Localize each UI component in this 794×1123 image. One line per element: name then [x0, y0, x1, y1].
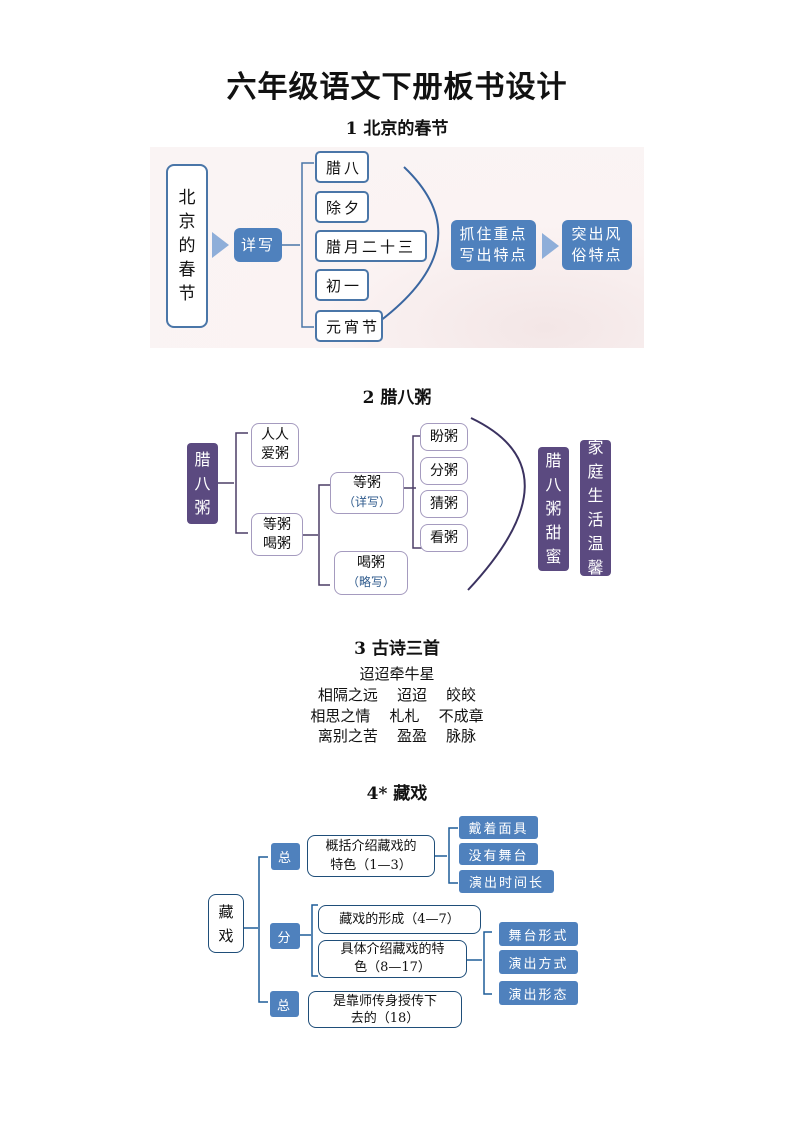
s4-root-char: 戏	[218, 926, 234, 945]
s2-branch-line: 等粥	[263, 516, 291, 533]
s4-text-line: 藏戏的形成（4—7）	[339, 912, 460, 927]
s2-result-char: 甜	[545, 523, 562, 542]
s4-text-line: 是靠师传身授传下	[332, 993, 437, 1009]
s2-root-char: 粥	[194, 497, 211, 517]
s1-item: 腊月二十三	[315, 230, 427, 262]
s1-summary-line: 抓住重点	[459, 225, 528, 243]
s4-item: 没有舞台	[459, 843, 538, 865]
s1-item: 腊八	[315, 151, 369, 183]
s2-sub-label: 等粥	[353, 475, 381, 491]
s4-item: 舞台形式	[499, 922, 578, 946]
s1-conclusion-line: 俗特点	[571, 246, 623, 264]
s1-item: 初一	[315, 269, 369, 301]
s2-result-char: 家	[587, 438, 604, 457]
s4-part2b-box: 具体介绍藏戏的特 色（8—17）	[318, 940, 467, 978]
poem-line: 相思之情 札札 不成章	[310, 707, 484, 725]
s2-result-char: 粥	[545, 499, 562, 518]
s4-root-char: 藏	[218, 902, 234, 921]
page-title: 六年级语文下册板书设计	[226, 70, 568, 105]
s4-item: 演出形态	[499, 981, 578, 1005]
poem-line: 迢迢牵牛星	[359, 665, 435, 683]
s2-result-char: 生	[587, 486, 604, 505]
s2-bracket	[318, 484, 330, 586]
s4-tag-zong: 总	[270, 991, 299, 1017]
s2-result-char: 蜜	[545, 547, 562, 566]
s4-bracket	[448, 827, 458, 884]
s2-bracket	[235, 432, 248, 534]
s2-sub-note: （详写）	[342, 495, 391, 509]
s2-item: 盼粥	[420, 423, 468, 451]
s1-arc	[371, 166, 440, 328]
s4-item: 演出时间长	[459, 870, 554, 893]
section4-heading: 4* 藏戏	[366, 784, 428, 804]
s4-text-line: 去的（18）	[350, 1010, 420, 1026]
s4-bracket	[258, 856, 268, 1003]
poem-line: 相隔之远 迢迢 皎皎	[317, 686, 477, 704]
s4-root-box: 藏 戏	[208, 894, 244, 953]
s1-item: 元宵节	[315, 310, 383, 342]
s1-root-char: 节	[178, 284, 196, 304]
s1-conclusion-box: 突出风 俗特点	[562, 220, 632, 270]
s2-branch-line: 人人	[261, 427, 289, 443]
s2-item: 看粥	[420, 524, 468, 552]
s2-root-char: 腊	[194, 449, 211, 469]
s1-root-char: 北	[178, 188, 196, 208]
s4-part2a-box: 藏戏的形成（4—7）	[318, 905, 481, 934]
s4-text-line: 具体介绍藏戏的特	[340, 942, 445, 957]
s2-item: 分粥	[420, 457, 468, 485]
poem-line: 离别之苦 盈盈 脉脉	[317, 727, 477, 745]
s4-part3-box: 是靠师传身授传下 去的（18）	[308, 991, 462, 1028]
s2-bracket	[412, 435, 422, 549]
section3-heading: 3 古诗三首	[354, 639, 440, 659]
s2-result2-box: 家 庭 生 活 温 馨	[580, 438, 611, 577]
section2-heading: 2 腊八粥	[362, 388, 432, 408]
s2-sub-label: 喝粥	[357, 555, 385, 571]
s2-item: 猜粥	[420, 490, 468, 518]
s1-item: 除夕	[315, 191, 369, 223]
s1-conclusion-line: 突出风	[571, 225, 623, 243]
s4-text-line: 概括介绍藏戏的	[325, 839, 417, 854]
s1-arrow-icon	[542, 233, 559, 259]
s1-root-char: 京	[178, 212, 196, 232]
s1-root-char: 春	[178, 260, 196, 280]
s2-arc	[467, 417, 526, 591]
s2-root-box: 腊 八 粥	[187, 443, 218, 524]
s4-text-line: 色（8—17）	[354, 960, 431, 975]
s4-item: 演出方式	[499, 950, 578, 974]
s2-result-char: 温	[587, 534, 604, 553]
s4-tag-fen: 分	[270, 923, 300, 949]
s2-result-char: 八	[545, 475, 562, 494]
s2-result-char: 庭	[587, 462, 604, 481]
s4-part1-box: 概括介绍藏戏的 特色（1—3）	[307, 835, 435, 877]
s2-result-char: 腊	[545, 451, 562, 470]
s1-method-box: 详写	[234, 228, 282, 262]
s2-sub1-box: 等粥 （详写）	[330, 472, 404, 514]
s4-bracket	[311, 904, 318, 977]
s1-root-char: 的	[178, 236, 196, 256]
s2-branch-line: 爱粥	[261, 446, 289, 462]
s4-tag-zong: 总	[271, 843, 300, 870]
s2-branch-line: 喝粥	[263, 535, 291, 552]
s1-bracket	[301, 162, 314, 328]
s1-arrow-icon	[212, 232, 229, 258]
s2-branch1-box: 人人 爱粥	[251, 423, 299, 467]
s4-bracket	[483, 931, 492, 995]
s4-item: 戴着面具	[459, 816, 538, 839]
s2-result-char: 活	[587, 510, 604, 529]
s2-branch2-box: 等粥 喝粥	[251, 513, 303, 556]
s1-summary-box: 抓住重点 写出特点	[451, 220, 536, 270]
s2-result-char: 馨	[587, 558, 604, 577]
s2-sub-note: （略写）	[346, 575, 395, 589]
s1-root-box: 北 京 的 春 节	[166, 164, 208, 328]
s4-text-line: 特色（1—3）	[330, 858, 412, 873]
s2-result1-box: 腊 八 粥 甜 蜜	[538, 447, 569, 571]
s2-root-char: 八	[194, 473, 211, 493]
s2-sub2-box: 喝粥 （略写）	[334, 551, 408, 595]
section1-heading: 1 北京的春节	[345, 119, 449, 139]
s1-summary-line: 写出特点	[459, 246, 528, 264]
